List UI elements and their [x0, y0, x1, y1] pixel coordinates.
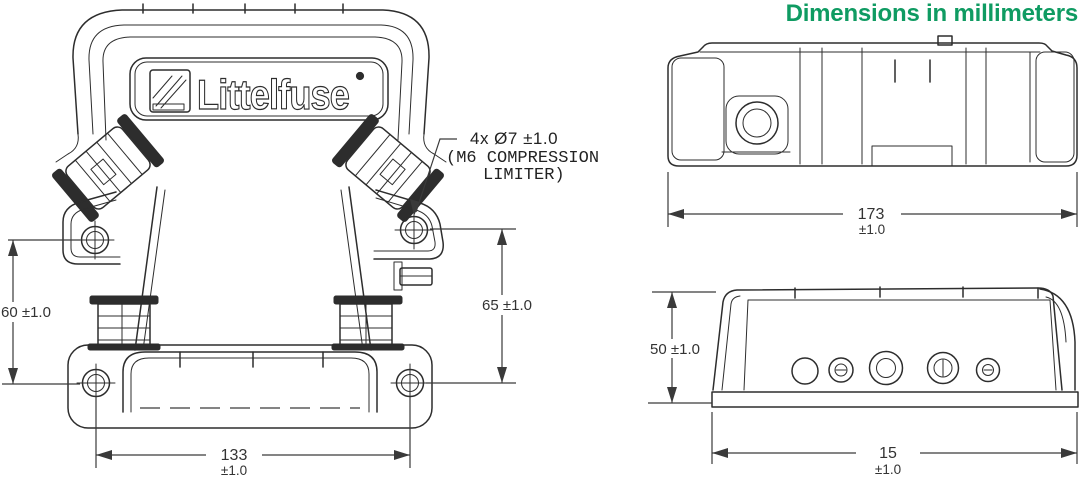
- dim-front-height-right: 65 ±1.0: [426, 228, 540, 384]
- right-connector: [332, 114, 444, 222]
- dim-label-173: 173: [858, 206, 885, 223]
- round-port: [828, 357, 854, 383]
- dim-side-width: 173 ±1.0: [667, 172, 1078, 237]
- dim-label-50: 50 ±1.0: [650, 341, 700, 358]
- mounting-hole: [76, 363, 116, 403]
- round-port: [926, 351, 960, 385]
- left-connector: [52, 114, 164, 222]
- page-title: Dimensions in millimeters: [785, 0, 1079, 27]
- dim-tol-173: ±1.0: [859, 222, 885, 237]
- mounting-hole: [394, 210, 434, 250]
- left-bracket: [62, 191, 121, 265]
- base: [67, 344, 433, 429]
- dim-front-height-left: 60 ±1.0: [0, 239, 80, 385]
- mounting-hole: [390, 363, 430, 403]
- handle-loop: [55, 3, 447, 163]
- mounting-hole: [75, 220, 115, 260]
- dim-tol-133: ±1.0: [221, 463, 247, 478]
- hole-callout: 4x Ø7 ±1.0 (M6 COMPRESSION LIMITER): [410, 129, 599, 216]
- dim-tol-15: ±1.0: [875, 462, 901, 477]
- bottom-view-body: [711, 286, 1079, 408]
- bottom-view: 50 ±1.0 15 ±1.0: [642, 286, 1079, 477]
- callout-line2: (M6 COMPRESSION: [446, 149, 599, 168]
- callout-line1: 4x Ø7 ±1.0: [470, 129, 558, 148]
- callout-line3: LIMITER): [483, 166, 565, 185]
- dim-front-width: 133 ±1.0: [95, 397, 411, 478]
- side-view: 173 ±1.0: [667, 35, 1078, 237]
- round-port: [791, 357, 819, 385]
- round-port: [735, 101, 779, 145]
- littelfuse-logo-icon: [149, 69, 191, 113]
- body-sides: [134, 186, 372, 351]
- dim-label-15: 15: [879, 445, 897, 462]
- lower-left-connector: [87, 295, 161, 351]
- registered-mark-dot: [355, 71, 365, 81]
- dim-bottom-width: 15 ±1.0: [711, 412, 1078, 477]
- logo-text: Littelfuse: [197, 71, 349, 118]
- dim-label-65: 65 ±1.0: [482, 297, 532, 314]
- dim-label-133: 133: [221, 447, 248, 464]
- round-port: [975, 357, 1001, 383]
- side-view-body: [667, 35, 1078, 167]
- right-bracket: [373, 189, 444, 260]
- dim-label-60: 60 ±1.0: [1, 304, 51, 321]
- dim-bottom-height: 50 ±1.0: [642, 291, 716, 404]
- round-port: [868, 350, 904, 386]
- front-view: Littelfuse: [0, 3, 599, 478]
- logo-plate: Littelfuse: [129, 57, 389, 121]
- side-tab: [393, 261, 433, 291]
